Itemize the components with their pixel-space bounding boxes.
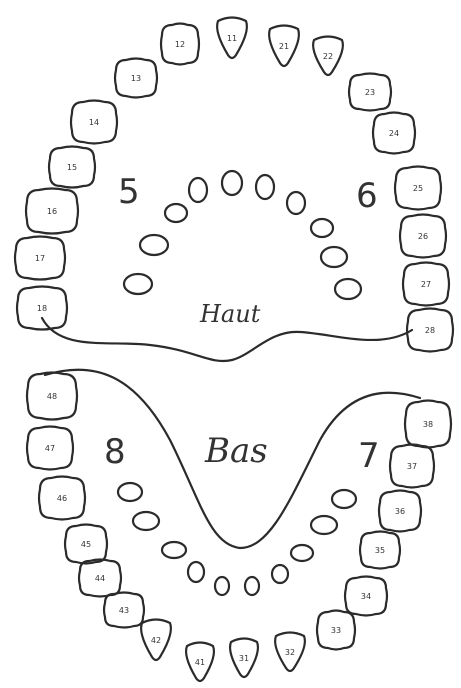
tooth-number: 45 xyxy=(81,540,91,549)
tooth-32[interactable]: 32 xyxy=(275,633,305,672)
tooth-number: 47 xyxy=(45,444,55,453)
tooth-number: 48 xyxy=(47,392,57,401)
tooth-14[interactable]: 14 xyxy=(71,101,117,144)
tooth-number: 28 xyxy=(425,326,435,335)
tooth-28[interactable]: 28 xyxy=(407,309,453,352)
tooth-18[interactable]: 18 xyxy=(17,287,67,330)
tooth-number: 22 xyxy=(323,52,333,61)
tooth-number: 37 xyxy=(407,462,417,471)
primary-tooth[interactable] xyxy=(188,562,204,582)
tooth-17[interactable]: 17 xyxy=(15,237,65,280)
tooth-21[interactable]: 21 xyxy=(269,26,299,67)
tooth-number: 15 xyxy=(67,163,77,172)
primary-tooth[interactable] xyxy=(165,204,187,222)
permanent-teeth: 11 12 13 14 15 16 17 18 21 22 23 24 25 26 27 28 48 47 46 45… xyxy=(15,18,453,682)
tooth-12[interactable]: 12 xyxy=(161,24,199,65)
tooth-number: 34 xyxy=(361,592,371,601)
tooth-number: 35 xyxy=(375,546,385,555)
primary-teeth xyxy=(118,171,361,595)
tooth-number: 16 xyxy=(47,207,57,216)
tooth-41[interactable]: 41 xyxy=(186,643,214,682)
tooth-22[interactable]: 22 xyxy=(313,37,343,76)
tooth-45[interactable]: 45 xyxy=(65,525,107,564)
tooth-24[interactable]: 24 xyxy=(373,113,415,154)
tooth-25[interactable]: 25 xyxy=(395,167,441,210)
tooth-number: 21 xyxy=(279,42,289,51)
tooth-16[interactable]: 16 xyxy=(26,189,78,234)
tooth-34[interactable]: 34 xyxy=(345,577,387,616)
tooth-number: 32 xyxy=(285,648,295,657)
primary-tooth[interactable] xyxy=(222,171,242,195)
primary-tooth[interactable] xyxy=(189,178,207,202)
tooth-number: 24 xyxy=(389,129,399,138)
primary-tooth[interactable] xyxy=(256,175,274,199)
tooth-26[interactable]: 26 xyxy=(400,215,446,258)
tooth-23[interactable]: 23 xyxy=(349,74,391,111)
primary-tooth[interactable] xyxy=(321,247,347,267)
tooth-number: 12 xyxy=(175,40,185,49)
tooth-number: 36 xyxy=(395,507,405,516)
primary-tooth[interactable] xyxy=(162,542,186,558)
tooth-number: 31 xyxy=(239,654,249,663)
tooth-11[interactable]: 11 xyxy=(217,18,247,59)
primary-tooth[interactable] xyxy=(118,483,142,501)
tooth-number: 33 xyxy=(331,626,341,635)
tooth-27[interactable]: 27 xyxy=(403,263,449,306)
primary-tooth[interactable] xyxy=(272,565,288,583)
tooth-number: 43 xyxy=(119,606,129,615)
tooth-35[interactable]: 35 xyxy=(360,532,400,569)
tooth-46[interactable]: 46 xyxy=(39,477,85,520)
primary-tooth[interactable] xyxy=(311,516,337,534)
tooth-number: 38 xyxy=(423,420,433,429)
quadrant-label-8: 8 xyxy=(104,432,126,472)
primary-tooth[interactable] xyxy=(311,219,333,237)
tooth-number: 27 xyxy=(421,280,431,289)
tooth-number: 26 xyxy=(418,232,428,241)
tooth-number: 23 xyxy=(365,88,375,97)
tooth-number: 41 xyxy=(195,658,205,667)
tooth-43[interactable]: 43 xyxy=(104,593,144,628)
tooth-number: 44 xyxy=(95,574,105,583)
primary-tooth[interactable] xyxy=(140,235,168,255)
tooth-number: 42 xyxy=(151,636,161,645)
tooth-48[interactable]: 48 xyxy=(27,373,77,420)
tooth-number: 18 xyxy=(37,304,47,313)
tooth-38[interactable]: 38 xyxy=(405,401,451,448)
tooth-33[interactable]: 33 xyxy=(317,611,355,650)
primary-tooth[interactable] xyxy=(332,490,356,508)
tooth-37[interactable]: 37 xyxy=(390,445,434,488)
tooth-13[interactable]: 13 xyxy=(115,59,157,98)
quadrant-label-5: 5 xyxy=(118,172,140,212)
tooth-number: 11 xyxy=(227,34,237,43)
tooth-44[interactable]: 44 xyxy=(79,560,121,597)
upper-jaw-label: Haut xyxy=(199,300,261,328)
primary-tooth[interactable] xyxy=(124,274,152,294)
quadrant-label-7: 7 xyxy=(358,436,380,476)
primary-tooth[interactable] xyxy=(287,192,305,214)
tooth-15[interactable]: 15 xyxy=(49,147,95,188)
tooth-31[interactable]: 31 xyxy=(230,639,258,678)
primary-tooth[interactable] xyxy=(335,279,361,299)
tooth-number: 17 xyxy=(35,254,45,263)
tooth-number: 46 xyxy=(57,494,67,503)
tooth-number: 14 xyxy=(89,118,99,127)
tooth-number: 25 xyxy=(413,184,423,193)
primary-tooth[interactable] xyxy=(291,545,313,561)
tooth-36[interactable]: 36 xyxy=(379,491,421,532)
tooth-47[interactable]: 47 xyxy=(27,427,73,470)
lower-jaw-label: Bas xyxy=(204,431,268,471)
tooth-number: 13 xyxy=(131,74,141,83)
tooth-42[interactable]: 42 xyxy=(141,620,171,661)
primary-tooth[interactable] xyxy=(133,512,159,530)
primary-tooth[interactable] xyxy=(215,577,229,595)
primary-tooth[interactable] xyxy=(245,577,259,595)
quadrant-label-6: 6 xyxy=(356,176,378,216)
